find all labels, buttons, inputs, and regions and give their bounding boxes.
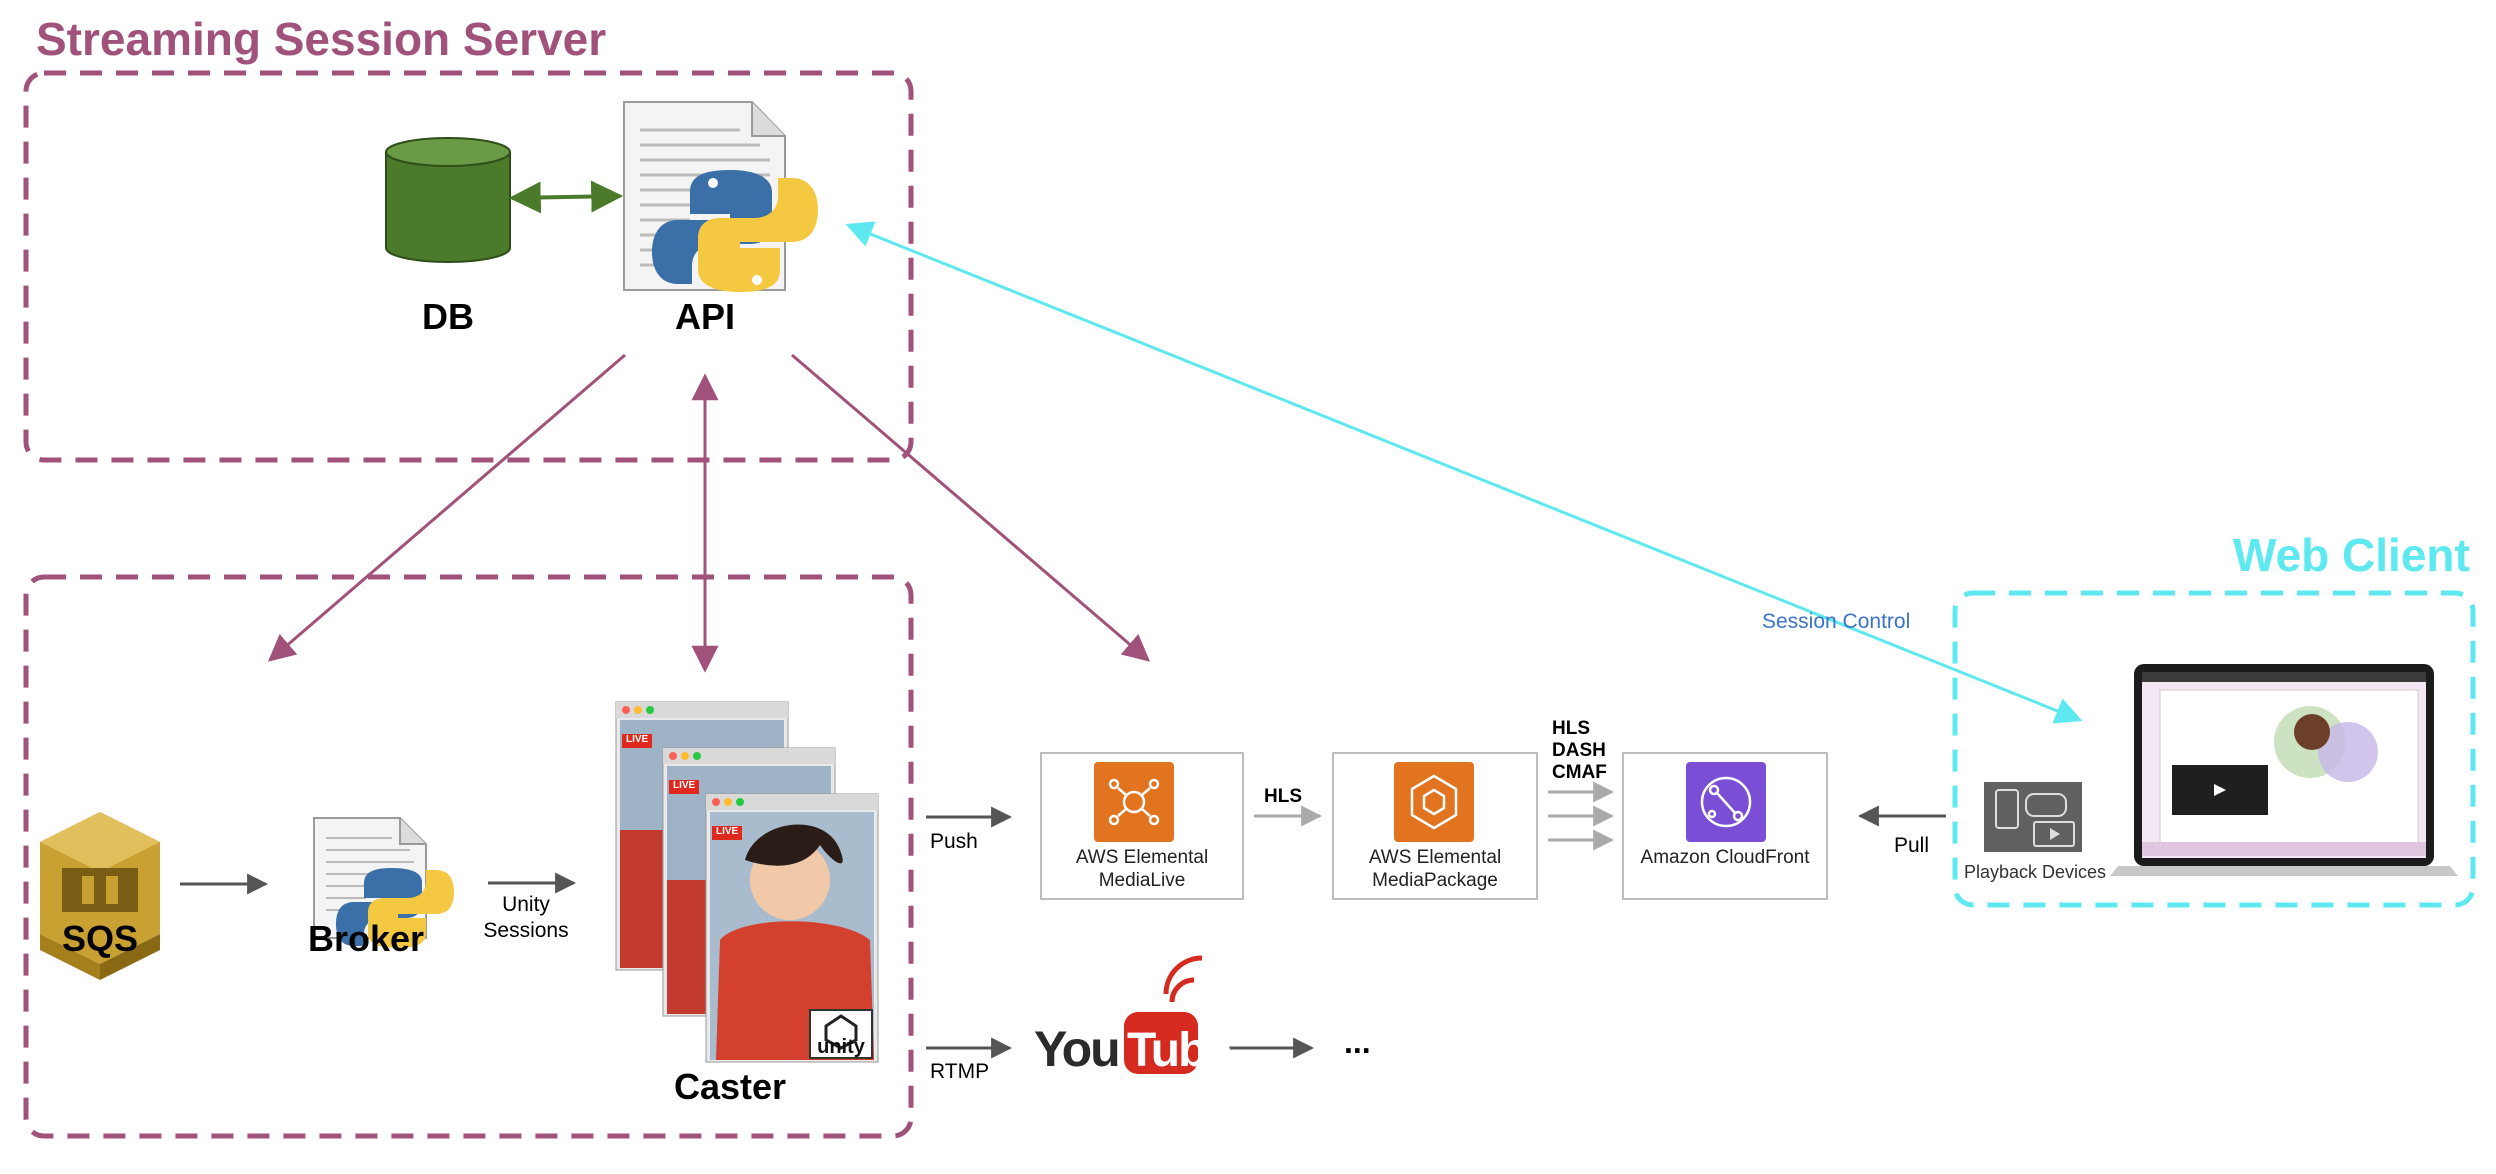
unity-badge-text: unity: [817, 1036, 865, 1058]
mediapackage-label: AWS Elemental MediaPackage: [1368, 847, 1502, 891]
live-badge-text-2: LIVE: [673, 780, 696, 791]
playback-devices-label: Playback Devices: [1964, 862, 2107, 882]
web-client-group-box: [1952, 590, 2476, 908]
cloudfront-label: Amazon CloudFront: [1640, 847, 1810, 868]
session-control-label: Session Control: [1762, 610, 1911, 633]
medialive-icon: [1094, 762, 1174, 842]
unity-sessions-label: Unity Sessions: [483, 893, 569, 942]
python-api-icon: [623, 101, 818, 292]
live-badge-text-1: LIVE: [626, 734, 649, 745]
caster-label: Caster: [673, 1066, 787, 1107]
ellipsis-label: ...: [1344, 1024, 1371, 1060]
worker-group-box: [23, 574, 914, 1139]
broker-label: Broker: [307, 918, 425, 959]
laptop-icon: [2110, 664, 2458, 876]
pull-label: Pull: [1894, 834, 1930, 857]
sqs-icon: [40, 812, 160, 980]
caster-stack-icon: [615, 701, 879, 1063]
database-icon: [385, 137, 511, 263]
db-api-arrow: [508, 180, 624, 214]
medialive-label: AWS Elemental MediaLive: [1075, 847, 1209, 891]
push-label: Push: [930, 830, 978, 853]
hls-label: HLS: [1264, 786, 1302, 807]
db-label: DB: [422, 296, 474, 337]
playback-devices-icon: [1984, 782, 2082, 852]
python-broker-icon: [313, 817, 454, 948]
api-to-medialive-arrow: [791, 353, 1151, 662]
formats-label: HLS DASH CMAF: [1552, 718, 1607, 783]
cloudfront-icon: [1686, 762, 1766, 842]
api-to-sqs-arrow: [267, 353, 626, 662]
mediapackage-icon: [1394, 762, 1474, 842]
server-group-title: Streaming Session Server: [36, 13, 607, 65]
web-client-group-title: Web Client: [2233, 529, 2470, 581]
svg-text:Tube: Tube: [1127, 1024, 1231, 1077]
youtube-logo: You Tube: [1034, 955, 1233, 1077]
api-label: API: [674, 296, 735, 337]
svg-text:You: You: [1034, 1021, 1119, 1077]
rtmp-label: RTMP: [930, 1060, 990, 1083]
session-control-arrow: [845, 221, 2083, 724]
sqs-label: SQS: [61, 918, 139, 959]
live-badge-text-3: LIVE: [716, 826, 739, 837]
caster-window-front: [705, 793, 879, 1063]
